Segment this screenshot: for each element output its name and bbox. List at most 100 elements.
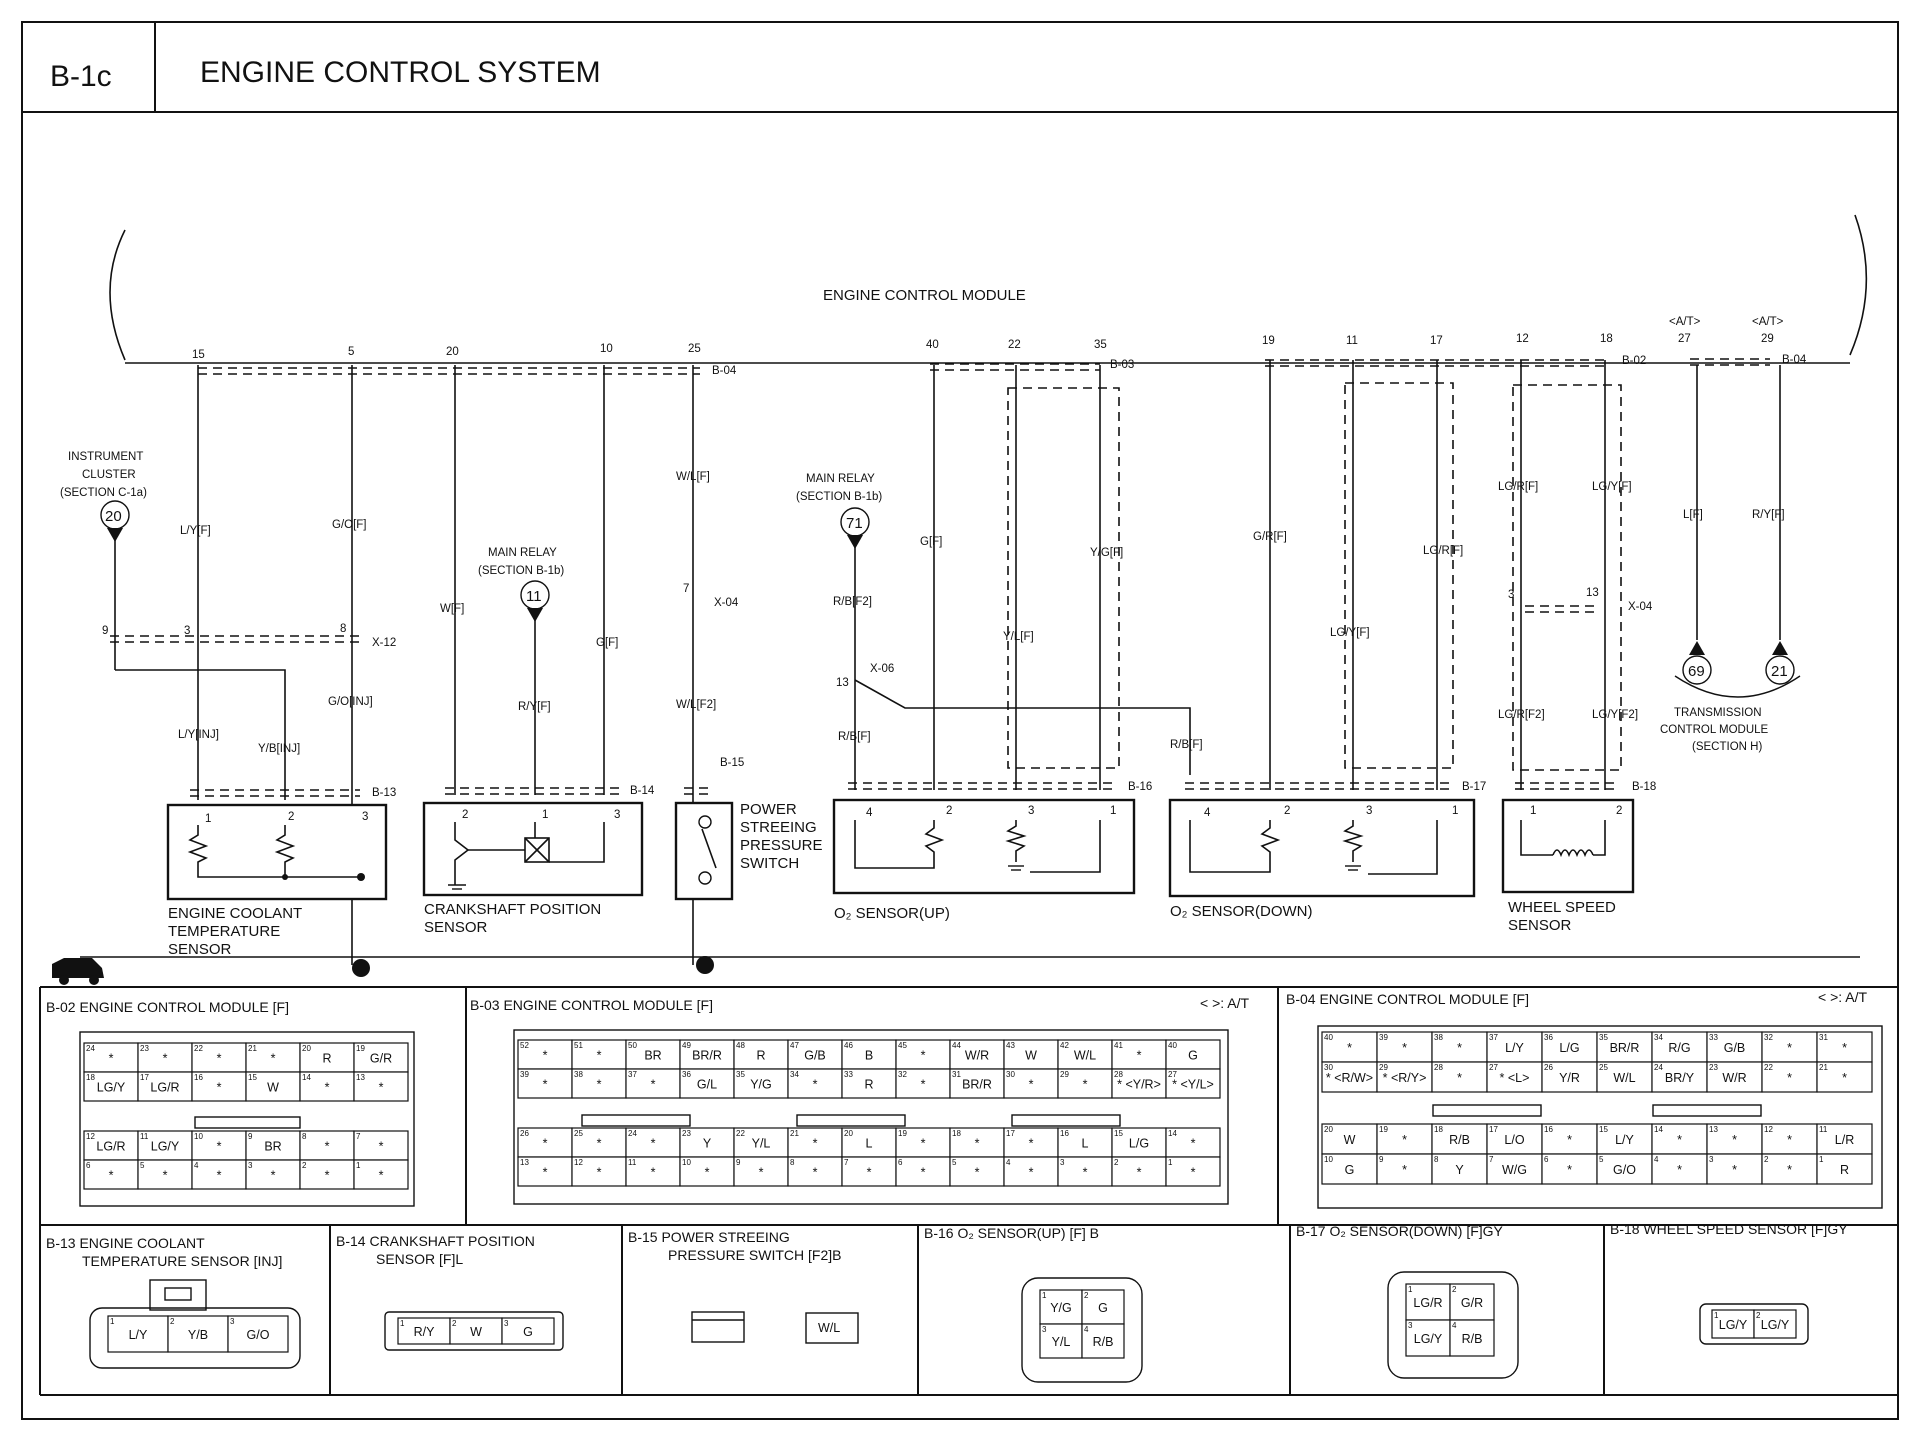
pin-wire: Y/L — [1052, 1335, 1071, 1349]
connector-view-grid — [39, 986, 1898, 1396]
pin-cell: 38* — [571, 1068, 627, 1099]
pin-number: 26 — [1544, 1063, 1553, 1072]
pin-cell: 22Y/L — [733, 1127, 789, 1158]
pin-wire: W/L — [1613, 1071, 1635, 1085]
pin-wire: * — [597, 1137, 602, 1151]
splice-ref: X-04 — [1628, 601, 1653, 613]
pin-cell: 6* — [895, 1156, 951, 1187]
wire-label: LG/Y[F2] — [1592, 709, 1638, 721]
pin-number: 17 — [140, 1073, 149, 1082]
svg-text:B-18: B-18 — [1632, 781, 1656, 793]
pin-number: 3 — [504, 1319, 509, 1328]
pin-cell: 16L — [1057, 1127, 1113, 1158]
ecm-connector-shields — [198, 358, 1770, 375]
pin-wire: LG/Y — [1719, 1318, 1748, 1332]
pin-wire: * — [109, 1169, 114, 1183]
pin-number: 21 — [248, 1044, 257, 1053]
pin-wire: R/B — [1462, 1332, 1483, 1346]
pin-wire: BR/R — [962, 1078, 992, 1092]
pin-cell: 34* — [787, 1068, 843, 1099]
pin-cell: 1L/Y — [107, 1315, 169, 1353]
ecm-pin: 25 — [688, 343, 701, 355]
pin-wire: G/O — [1613, 1163, 1636, 1177]
svg-text:B-13: B-13 — [372, 787, 396, 799]
pin-wire: * — [1732, 1133, 1737, 1147]
svg-text:MAIN RELAY: MAIN RELAY — [806, 473, 875, 485]
pin-wire: LG/Y — [1414, 1332, 1443, 1346]
pin-cell: 20R — [299, 1042, 355, 1073]
ecm-pin: 12 — [1516, 333, 1529, 345]
pin-wire: * — [1567, 1163, 1572, 1177]
svg-text:CONTROL MODULE: CONTROL MODULE — [1660, 724, 1769, 736]
wire-label: R/B[F2] — [833, 596, 872, 608]
o2-sensor-up: B-16 4 2 3 1 O₂ SENSOR(UP) — [832, 781, 1152, 922]
pin-number: 17 — [1489, 1125, 1498, 1134]
ref-number: 71 — [846, 515, 863, 532]
engine-coolant-temperature-sensor: B-13 1 2 3 ENGINE COOLANT TEMPERATURE SE… — [166, 787, 396, 958]
pin-number: 1 — [1042, 1291, 1047, 1300]
pin-cell: 29* — [1057, 1068, 1113, 1099]
pin-number: 23 — [682, 1129, 691, 1138]
pin-wire: * — [1029, 1078, 1034, 1092]
pin-cell: 40* — [1321, 1031, 1378, 1063]
pin-number: 20 — [302, 1044, 311, 1053]
pin-number: 18 — [952, 1129, 961, 1138]
pin-wire: Y/R — [1559, 1071, 1580, 1085]
b02-pin-grid: 24*23*22*21*20R19G/R18LG/Y17LG/R16*15W14… — [83, 1042, 409, 1190]
pin-number: 36 — [1544, 1033, 1553, 1042]
pin-wire: W — [470, 1325, 482, 1339]
pin-cell: 3* — [245, 1159, 301, 1190]
view-title: B-18 WHEEL SPEED SENSOR [F]GY — [1610, 1221, 1848, 1237]
pin-number: 22 — [194, 1044, 203, 1053]
pin-wire: BR/Y — [1665, 1071, 1695, 1085]
pin-cell: 15L/Y — [1596, 1123, 1653, 1155]
pin-wire: * — [1137, 1166, 1142, 1180]
pin-wire: L/G — [1559, 1041, 1579, 1055]
pin-cell: 1* — [353, 1159, 409, 1190]
wire-label: G[F] — [596, 637, 618, 649]
view-title: B-13 ENGINE COOLANT — [46, 1235, 205, 1251]
pin-wire: Y/G — [750, 1078, 772, 1092]
pin-cell: 21* — [787, 1127, 843, 1158]
pin-cell: 33G/B — [1706, 1031, 1763, 1063]
wire-label: G/O[INJ] — [328, 696, 373, 708]
pin-wire: * — [1029, 1137, 1034, 1151]
pin-number: 1 — [1714, 1311, 1719, 1320]
pin-wire: G/O — [247, 1328, 270, 1342]
pin-wire: * — [543, 1166, 548, 1180]
svg-text:CRANKSHAFT POSITION: CRANKSHAFT POSITION — [424, 901, 601, 918]
pin-number: 34 — [1654, 1033, 1663, 1042]
pin-number: 27 — [1489, 1063, 1498, 1072]
wires — [52, 360, 1860, 985]
pin-wire: L/O — [1504, 1133, 1524, 1147]
pin-wire: * — [1842, 1071, 1847, 1085]
ecm-label: ENGINE CONTROL MODULE — [823, 287, 1026, 304]
pin-number: 18 — [86, 1073, 95, 1082]
svg-text:B-17: B-17 — [1462, 781, 1486, 793]
pin-number: 9 — [248, 1132, 253, 1141]
pin-number: 26 — [520, 1129, 529, 1138]
view-title: B-03 ENGINE CONTROL MODULE [F] — [470, 997, 713, 1013]
pin-wire: R — [1840, 1163, 1849, 1177]
pin-cell: 43W — [1003, 1039, 1059, 1070]
pin-wire: R — [322, 1052, 331, 1066]
pin-number: 16 — [1544, 1125, 1553, 1134]
pin-wire: G — [1188, 1049, 1198, 1063]
ecm-pin: 22 — [1008, 339, 1021, 351]
svg-text:SENSOR: SENSOR — [168, 941, 232, 958]
svg-text:TRANSMISSION: TRANSMISSION — [1674, 707, 1762, 719]
ecm-left-bracket — [109, 229, 126, 361]
pin-cell: 16* — [191, 1071, 247, 1102]
svg-text:3: 3 — [1366, 805, 1372, 817]
pin-cell: 39* — [1376, 1031, 1433, 1063]
pin-cell: 2G — [1081, 1289, 1125, 1325]
pin-cell: 9BR — [245, 1130, 301, 1161]
wire-label: LG/R[F2] — [1498, 709, 1545, 721]
view-title: SENSOR [F]L — [376, 1251, 463, 1267]
pin-number: 28 — [1434, 1063, 1443, 1072]
pin-cell: 3Y/L — [1039, 1323, 1083, 1359]
pin-wire: * — [543, 1078, 548, 1092]
svg-text:3: 3 — [614, 809, 620, 821]
pin-wire: * — [543, 1049, 548, 1063]
pin-cell: 30* <R/W> — [1321, 1061, 1378, 1093]
